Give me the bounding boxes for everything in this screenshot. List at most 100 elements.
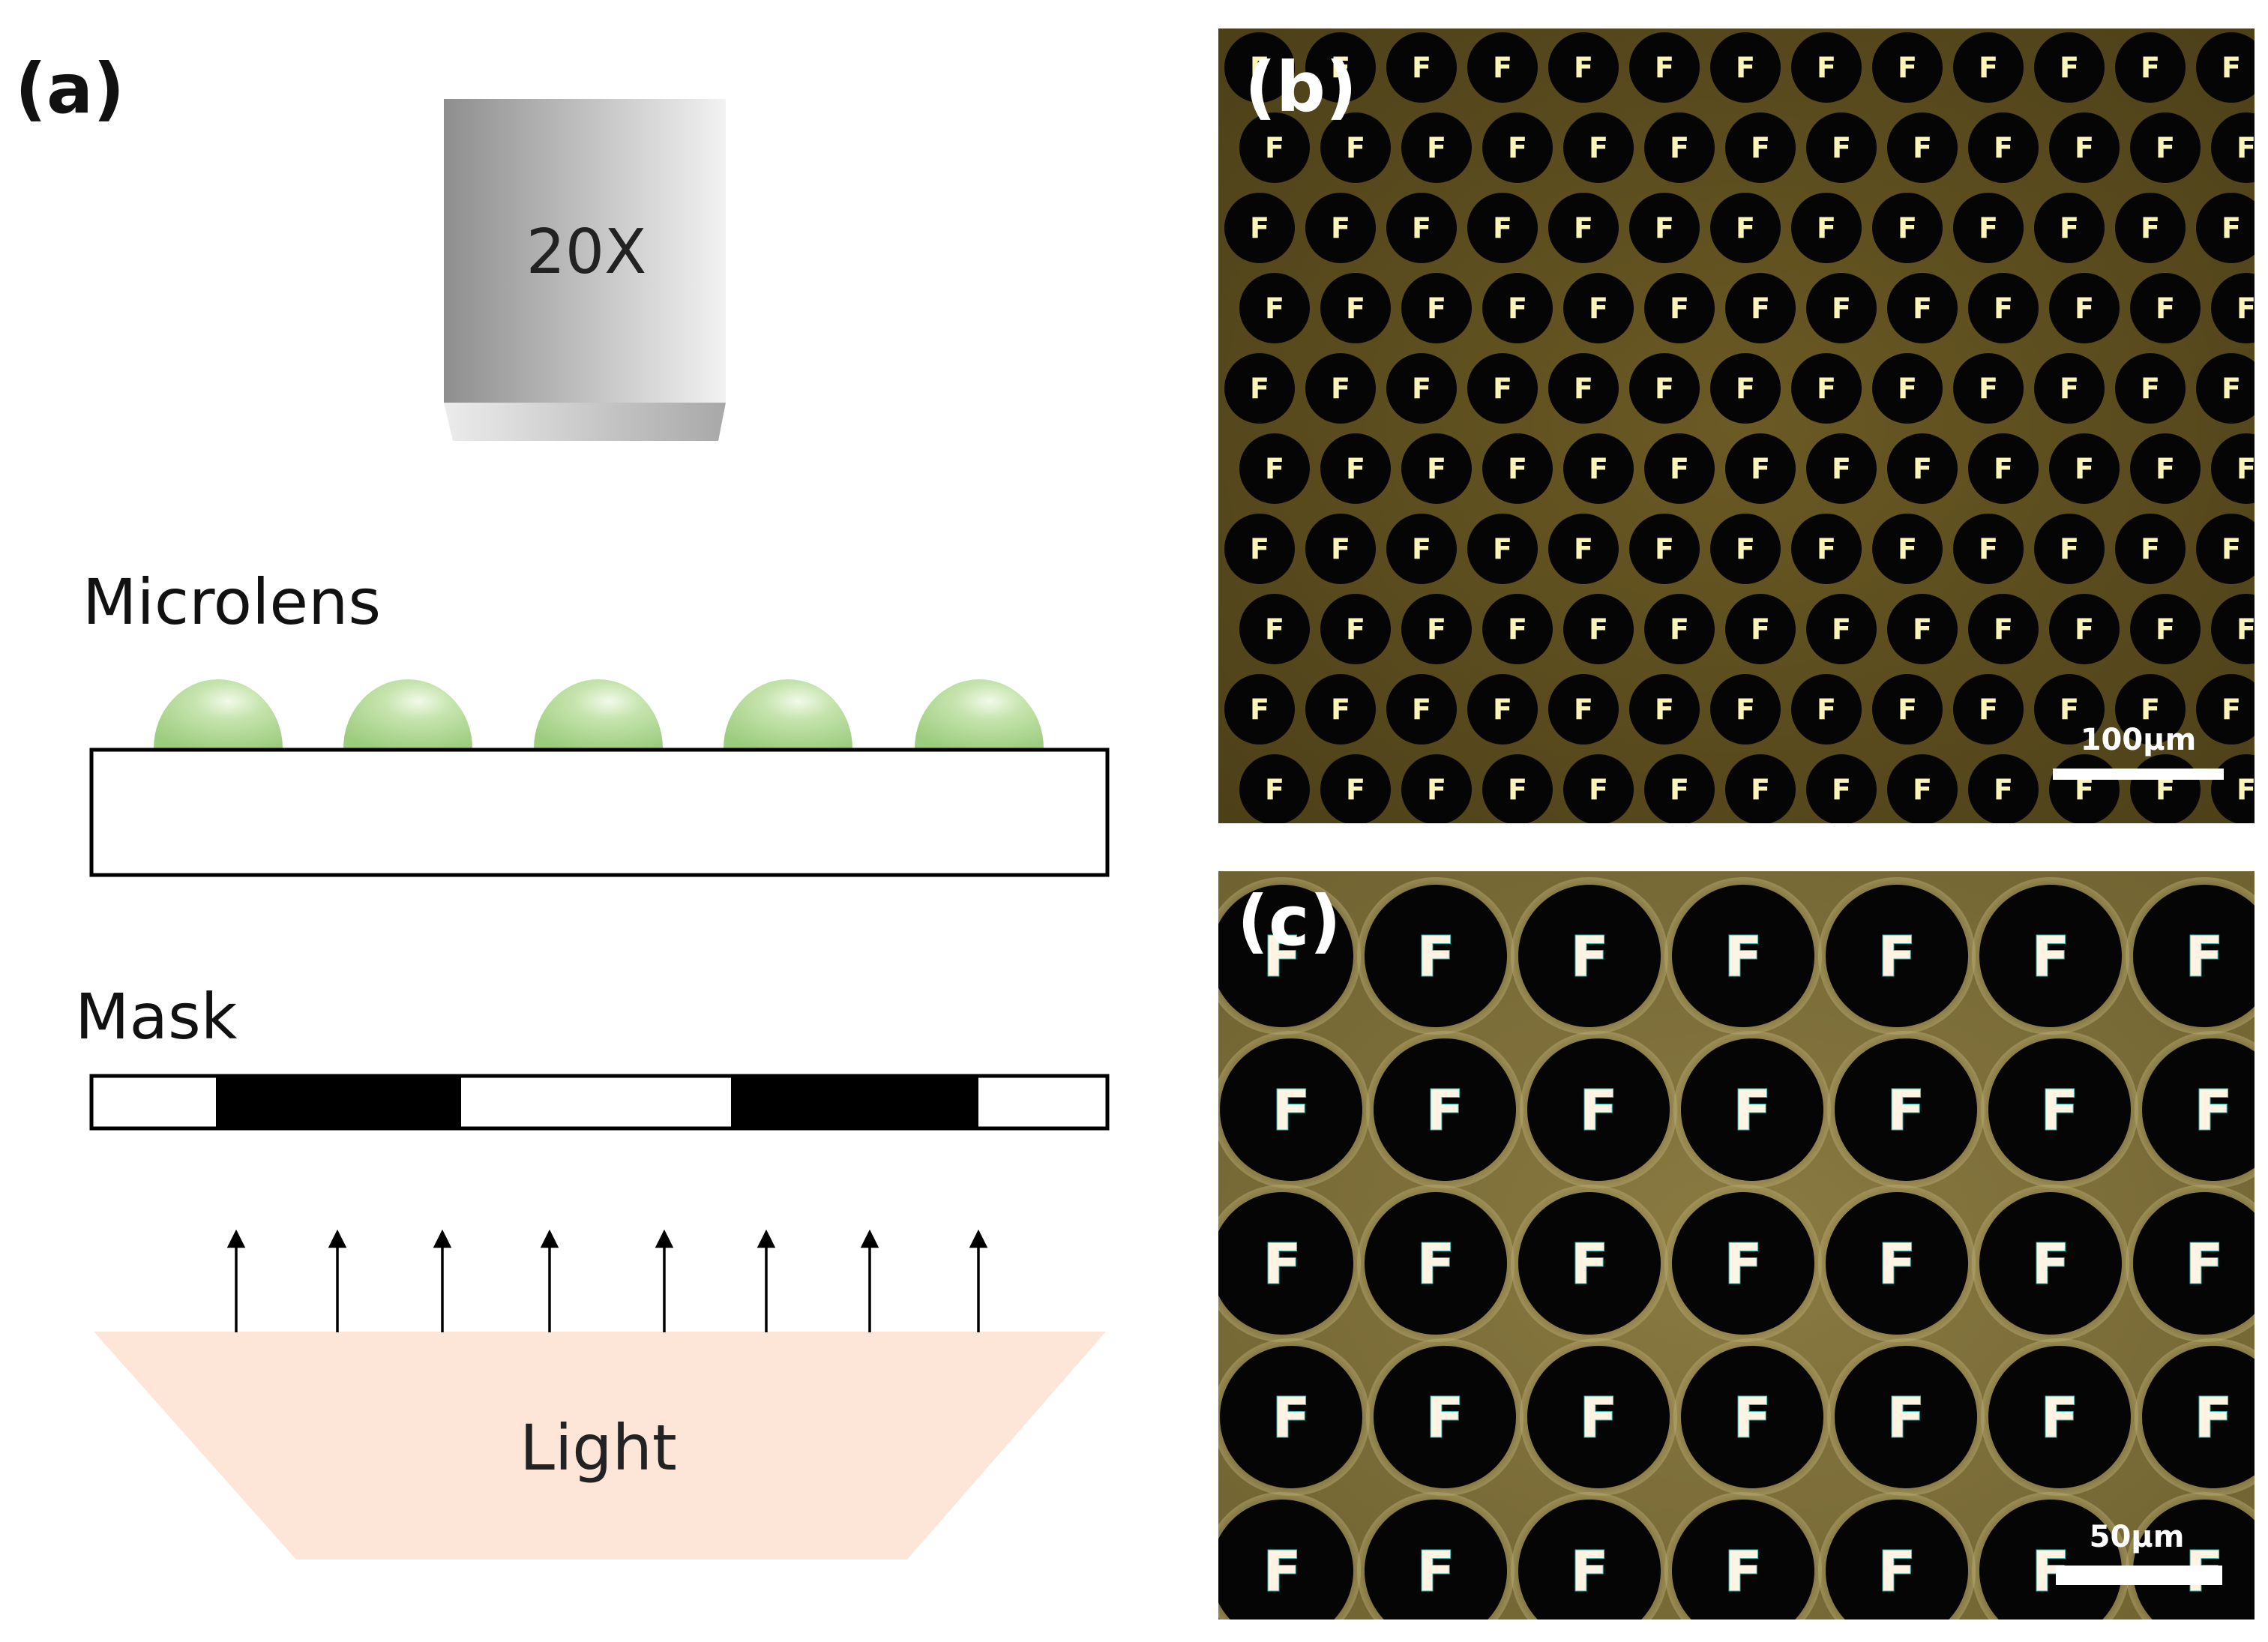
microlens-image — [1672, 1192, 1814, 1335]
projected-letter: F — [1832, 453, 1851, 486]
projected-letter: F — [1751, 613, 1770, 646]
microlens-image — [1239, 112, 1310, 183]
projected-letter: F — [2222, 533, 2241, 566]
microlens-image — [1518, 1192, 1661, 1335]
microlens-image — [1386, 193, 1457, 263]
projected-letter: F — [2156, 613, 2175, 646]
microlens-image — [1710, 32, 1781, 103]
projected-letter: F — [2156, 132, 2175, 165]
projected-letter: F — [2075, 132, 2094, 165]
microlens-image — [1791, 674, 1862, 745]
projected-letter: F — [2060, 373, 2079, 406]
projected-letter: F — [2237, 774, 2256, 807]
projected-letter: F — [1417, 925, 1455, 990]
projected-letter: F — [1417, 1540, 1455, 1605]
microlens-image — [1968, 594, 2039, 664]
microlens-image — [2115, 514, 2186, 584]
projected-letter: F — [2075, 613, 2094, 646]
projected-letter: F — [1670, 613, 1689, 646]
microlens-image — [1710, 674, 1781, 745]
projected-letter: F — [1589, 292, 1608, 325]
projected-letter: F — [1263, 1540, 1302, 1605]
microlens-image — [1806, 754, 1877, 823]
microlens-image — [2196, 32, 2255, 103]
microlens-image — [1953, 193, 2024, 263]
projected-letter: F — [1887, 1386, 1925, 1451]
microlens-image — [1548, 514, 1619, 584]
projected-letter: F — [2032, 925, 2070, 990]
panel-b-label: (b) — [1245, 47, 1357, 127]
projected-letter: F — [2156, 292, 2175, 325]
microlens-image — [1563, 754, 1634, 823]
projected-letter: F — [1331, 694, 1350, 727]
projected-letter: F — [1250, 533, 1269, 566]
projected-letter: F — [1878, 1540, 1916, 1605]
projected-letter: F — [1427, 453, 1446, 486]
microlens-image — [1401, 433, 1472, 504]
projected-letter: F — [1426, 1079, 1464, 1143]
microlens-image — [1953, 514, 2024, 584]
projected-letter: F — [2195, 1079, 2233, 1143]
projected-letter: F — [1412, 694, 1431, 727]
projected-letter: F — [1508, 774, 1527, 807]
projected-letter: F — [2156, 453, 2175, 486]
projected-letter: F — [2141, 694, 2160, 727]
microlens-image — [1979, 1192, 2122, 1335]
projected-letter: F — [1994, 774, 2013, 807]
projected-letter: F — [1670, 292, 1689, 325]
microlens-image — [1548, 32, 1619, 103]
microlens-image — [1482, 112, 1553, 183]
microlens-image — [1644, 273, 1715, 343]
microlens-image — [1887, 754, 1958, 823]
microlens-image — [1374, 1038, 1516, 1181]
projected-letter: F — [1898, 212, 1917, 245]
microlens-image — [2115, 353, 2186, 424]
projected-letter: F — [1412, 212, 1431, 245]
microlens-image — [1563, 594, 1634, 664]
projected-letter: F — [2222, 52, 2241, 85]
microlens — [915, 679, 1044, 748]
projected-letter: F — [1832, 292, 1851, 325]
microlens-image — [1467, 674, 1538, 745]
microlens-image — [1563, 273, 1634, 343]
projected-letter: F — [1493, 212, 1512, 245]
microlens-image — [2034, 514, 2105, 584]
microlens-image — [1887, 594, 1958, 664]
projected-letter: F — [1670, 774, 1689, 807]
projected-letter: F — [1979, 373, 1998, 406]
projected-letter: F — [2060, 52, 2079, 85]
microlens-image — [2034, 193, 2105, 263]
projected-letter: F — [1331, 52, 1350, 85]
projected-letter: F — [1670, 453, 1689, 486]
microlens-image — [1725, 754, 1796, 823]
microlens-image — [1467, 353, 1538, 424]
projected-letter: F — [2060, 694, 2079, 727]
mask-opaque-segment — [731, 1076, 978, 1128]
mask-opaque-segment — [216, 1076, 461, 1128]
projected-letter: F — [2141, 212, 2160, 245]
projected-letter: F — [1655, 52, 1674, 85]
microlens-image — [1224, 514, 1295, 584]
microlens-image — [1629, 514, 1700, 584]
projected-letter: F — [1913, 132, 1932, 165]
projected-letter: F — [1817, 694, 1836, 727]
microlens-image — [1305, 353, 1376, 424]
microlens-image — [2049, 112, 2120, 183]
microlens-image — [2034, 353, 2105, 424]
projected-letter: F — [1655, 533, 1674, 566]
microlens-image — [1386, 514, 1457, 584]
projected-letter: F — [1736, 533, 1755, 566]
microlens-image — [2115, 674, 2186, 745]
projected-letter: F — [1736, 373, 1755, 406]
projected-letter: F — [2032, 1540, 2070, 1605]
projected-letter: F — [1887, 1079, 1925, 1143]
microlens-image — [1467, 514, 1538, 584]
microlens-image — [1968, 273, 2039, 343]
panel-b: F F F F F F F F F F F F F F F F F F F F F F F F F F F F F F F F F F F F F F F F… — [1218, 28, 2256, 823]
microlens-image — [1979, 1500, 2122, 1620]
projected-letter: F — [1265, 292, 1284, 325]
microlens-image — [1563, 433, 1634, 504]
projected-letter: F — [2237, 132, 2256, 165]
scale-bar-c — [2056, 1566, 2222, 1585]
microlens-image — [1710, 353, 1781, 424]
